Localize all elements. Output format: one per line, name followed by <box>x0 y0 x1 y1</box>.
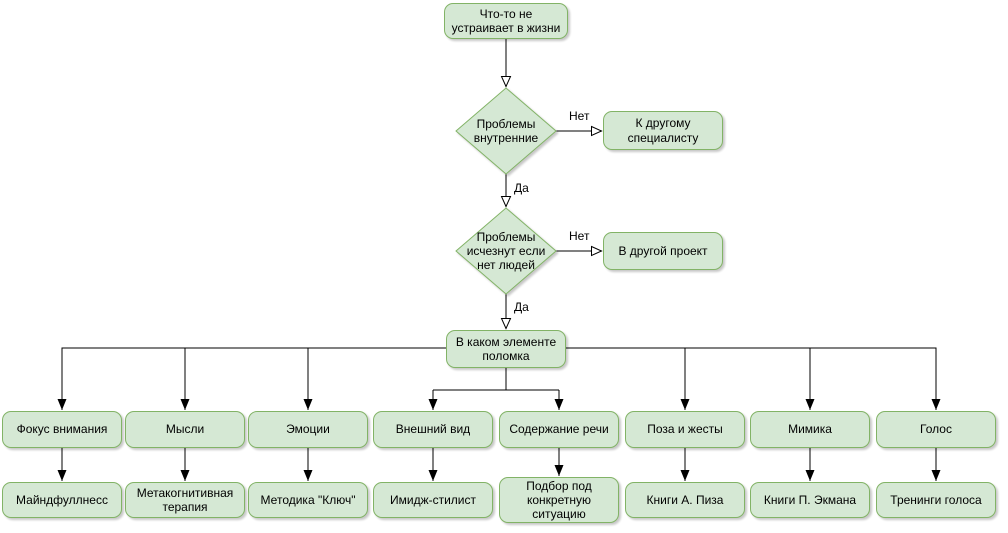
speech-content-node: Содержание речи <box>499 411 619 448</box>
image-stylist-node: Имидж-стилист <box>373 482 493 518</box>
decision-problems-disappear-diamond <box>455 207 557 295</box>
hub-node: В каком элементе поломка <box>446 330 566 368</box>
focus-attention-node: Фокус внимания <box>2 411 122 448</box>
voice-training-node: Тренинги голоса <box>876 482 996 518</box>
situation-selection-node: Подбор под конкретную ситуацию <box>499 477 619 523</box>
posture-gestures-node: Поза и жесты <box>625 411 745 448</box>
another-project-node: В другой проект <box>603 232 723 270</box>
decision-problems-internal-diamond <box>455 87 557 175</box>
thoughts-node: Мысли <box>125 411 245 448</box>
edge-hub-to-voice <box>566 347 941 410</box>
edge-label-yes-2: Да <box>513 300 530 315</box>
edge-label-yes-1: Да <box>513 181 530 196</box>
metacognitive-therapy-node: Метакогнитивная терапия <box>125 482 245 518</box>
another-specialist-node: К другому специалисту <box>603 111 723 150</box>
edge-label-no-2: Нет <box>568 229 591 244</box>
edge-hub-to-focus <box>57 347 446 410</box>
mindfulness-node: Майндфуллнесс <box>2 482 122 518</box>
pease-books-node: Книги А. Пиза <box>625 482 745 518</box>
emotions-node: Эмоции <box>248 411 368 448</box>
voice-node: Голос <box>876 411 996 448</box>
start-node: Что-то не устраивает в жизни <box>444 3 568 39</box>
edge-label-no-1: Нет <box>568 109 591 124</box>
appearance-node: Внешний вид <box>373 411 493 448</box>
key-method-node: Методика "Ключ" <box>248 482 368 518</box>
facial-expressions-node: Мимика <box>750 411 870 448</box>
ekman-books-node: Книги П. Экмана <box>750 482 870 518</box>
edge-hub-bottom-split <box>433 367 559 391</box>
